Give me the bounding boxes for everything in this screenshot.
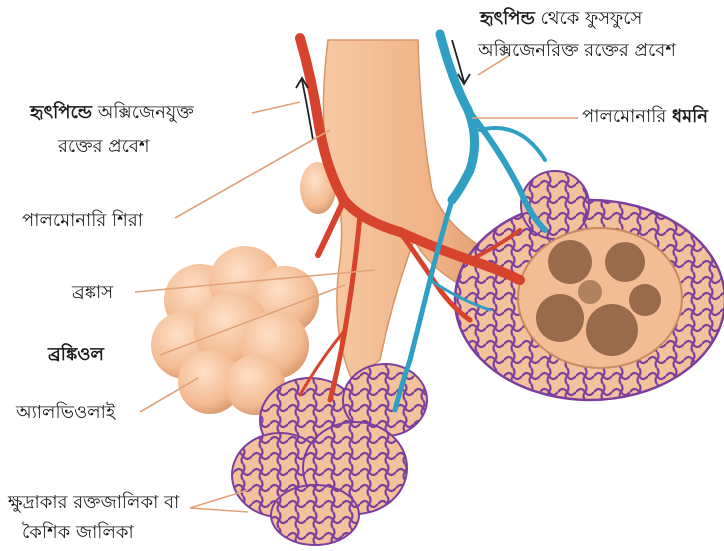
label-oxygenated-to-heart-rest: অক্সিজেনযুক্ত (98, 102, 194, 123)
label-bronchiole: ব্রঙ্কিওল (48, 344, 104, 366)
label-bronchus: ব্রঙ্কাস (72, 282, 113, 304)
label-pulmonary-artery-prefix: পালমোনারি (582, 106, 666, 127)
label-capillary-line1: ক্ষুদ্রাকার রক্তজালিকা বা (8, 492, 179, 514)
label-heart-to-lung-bold: হৃৎপিন্ড (480, 8, 535, 29)
label-pulmonary-artery-bold: ধমনি (672, 106, 708, 127)
label-capillary-line2: কৈশিক জালিকা (22, 522, 134, 544)
label-oxygenated-to-heart-line2: রক্তের প্রবেশ (58, 136, 150, 158)
label-pulmonary-vein: পালমোনারি শিরা (22, 210, 143, 232)
label-oxygenated-to-heart-line1: হৃৎপিন্ডে অক্সিজেনযুক্ত (30, 102, 194, 124)
label-pulmonary-artery: পালমোনারি ধমনি (582, 106, 708, 128)
label-heart-to-lung-rest: থেকে ফুসফুসে (541, 8, 643, 29)
label-alveoli: অ্যালভিওলাই (16, 402, 115, 424)
label-oxygenated-to-heart-bold: হৃৎপিন্ডে (30, 102, 92, 123)
alveolar-sac-cross-section (455, 171, 724, 400)
label-heart-to-lung-line2: অক্সিজেনরিক্ত রক্তের প্রবেশ (478, 40, 676, 62)
label-heart-to-lung-line1: হৃৎপিন্ড থেকে ফুসফুসে (480, 8, 642, 30)
